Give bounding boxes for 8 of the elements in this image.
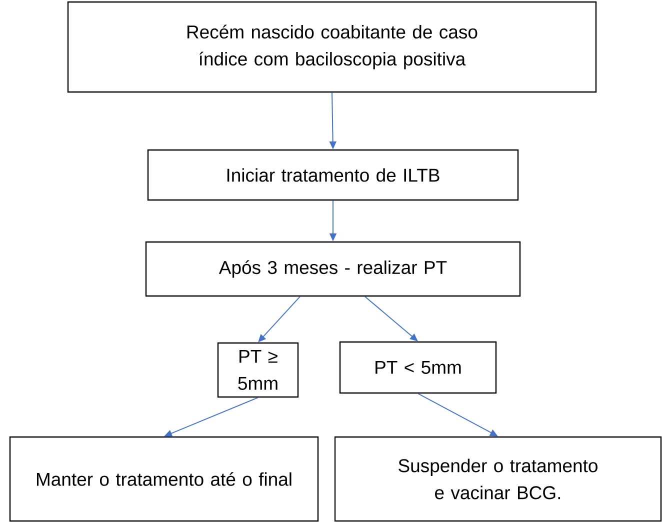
arrow xyxy=(364,296,418,342)
process-box: Após 3 meses - realizar PT xyxy=(145,241,521,297)
process-box: Suspender o tratamento e vacinar BCG. xyxy=(334,436,662,522)
process-box: PT < 5mm xyxy=(339,341,497,394)
process-box: Iniciar tratamento de ILTB xyxy=(147,149,519,201)
process-box: Manter o tratamento até o final xyxy=(9,436,319,522)
process-box: PT ≥ 5mm xyxy=(217,342,299,398)
process-box: Recém nascido coabitante de caso índice com baciloscopia positiva xyxy=(67,1,597,93)
